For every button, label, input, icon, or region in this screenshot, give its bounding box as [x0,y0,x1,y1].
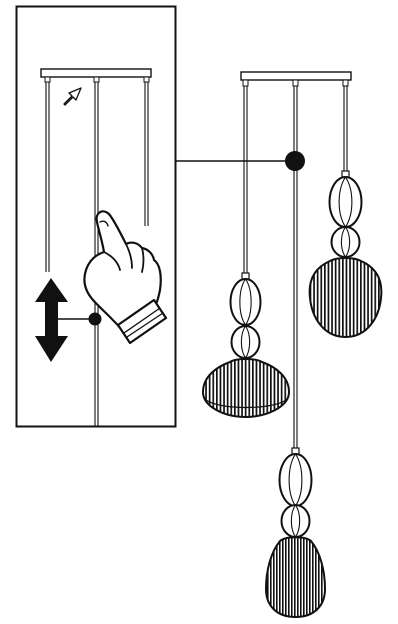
pointing-hand-icon [83,210,168,345]
callout-canopy [40,68,152,83]
pendant-left [201,272,291,419]
adjustment-point [88,312,102,326]
callout-detail [15,5,177,428]
main-canopy [240,71,352,87]
callout-anchor-point [285,151,305,171]
pendant-right [308,170,383,339]
pendant-center [264,447,327,619]
outline-arrow-icon [63,87,82,106]
up-down-arrow-icon [35,278,68,362]
main-cables [243,86,348,449]
